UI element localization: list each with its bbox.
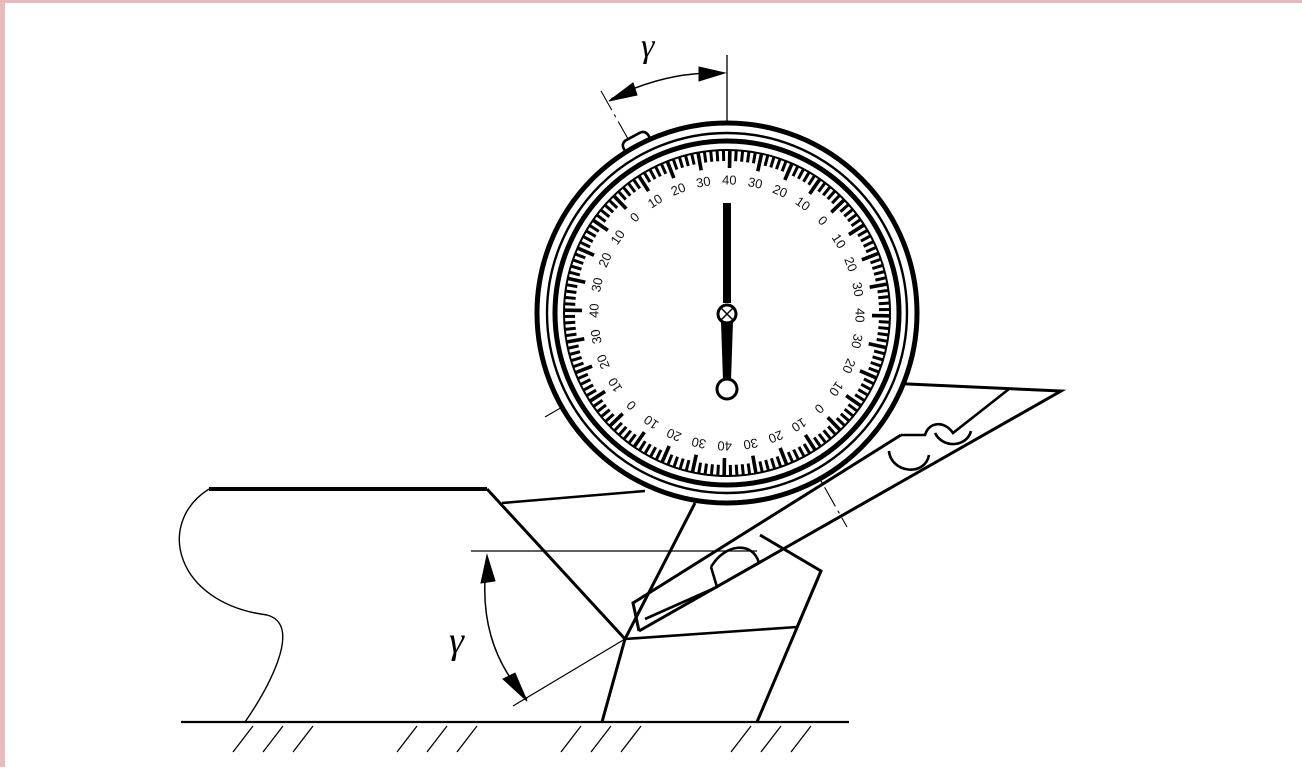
dial-number: 40 bbox=[722, 172, 737, 187]
tool-break-line bbox=[179, 489, 282, 722]
tool-rake-face bbox=[487, 489, 625, 639]
angle-label-left: γ bbox=[449, 620, 465, 662]
dial-tick bbox=[711, 464, 712, 475]
dial-tick bbox=[748, 464, 750, 475]
ground-hatching bbox=[233, 726, 811, 752]
dial-number: 30 bbox=[747, 174, 764, 192]
dial-tick bbox=[718, 465, 719, 476]
dial-number: 30 bbox=[849, 281, 866, 298]
dial-tick bbox=[879, 303, 890, 304]
dial-tick bbox=[877, 339, 888, 341]
dial-tick bbox=[566, 285, 577, 287]
dial-tick bbox=[699, 463, 701, 474]
tool-upper-face bbox=[502, 491, 645, 503]
dial-tick bbox=[565, 297, 576, 298]
dial-tick bbox=[736, 150, 737, 161]
dial-tick bbox=[704, 152, 706, 163]
dial-tick bbox=[742, 151, 743, 162]
support-block bbox=[625, 503, 821, 722]
dial-number: 40 bbox=[717, 438, 732, 453]
ground-base bbox=[181, 722, 849, 752]
dial-tick bbox=[566, 334, 577, 336]
dial-tick bbox=[565, 291, 576, 292]
dial-number: 30 bbox=[690, 434, 707, 452]
dial-tick bbox=[717, 150, 718, 161]
dial-tick bbox=[705, 464, 706, 475]
angle-label-top: γ bbox=[641, 28, 656, 65]
dial-tick bbox=[711, 151, 712, 162]
dial-number: 40 bbox=[852, 308, 867, 323]
dial-tick bbox=[753, 152, 755, 163]
dial-tick bbox=[879, 322, 890, 323]
dial-number: 30 bbox=[588, 276, 606, 293]
dial-tick bbox=[878, 290, 889, 292]
dial-tick bbox=[747, 151, 748, 162]
dial-number: 40 bbox=[586, 303, 601, 318]
dial-tick bbox=[742, 464, 743, 475]
dial-tick bbox=[565, 328, 576, 329]
dial-number: 30 bbox=[742, 435, 759, 452]
dial-tick bbox=[878, 333, 889, 334]
dial-number: 30 bbox=[587, 328, 604, 345]
dial-tick bbox=[878, 328, 889, 329]
dial-number: 30 bbox=[695, 173, 712, 190]
tool-body bbox=[179, 489, 645, 722]
dial-tick bbox=[878, 297, 889, 298]
dial-tick bbox=[736, 465, 737, 476]
dial-tick bbox=[564, 322, 575, 323]
dial-tick bbox=[564, 304, 575, 305]
